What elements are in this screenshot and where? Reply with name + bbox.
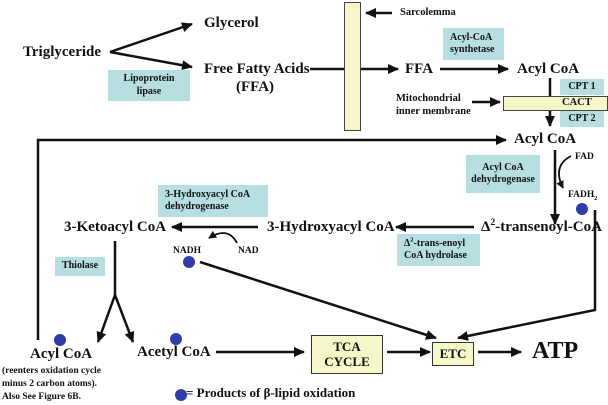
label-mito-membrane-line1: Mitochondrial [396, 93, 461, 104]
enoyl-hydrolase-delta: Δ [404, 237, 411, 249]
enzyme-cact: CACT [562, 97, 592, 108]
product-dot-nadh [183, 256, 195, 268]
hydroxyacyl-dehydrogenase-line2: dehydrogenase [165, 201, 229, 212]
enoyl-hydrolase-line2: CoA hydrolase [404, 250, 467, 261]
arrow-triglyceride-to-ffa [109, 50, 193, 71]
enzyme-3-hydroxyacyl-coa-dehydrogenase: 3-Hydroxyacyl CoA dehydrogenase [158, 185, 268, 217]
fadh2-base: FADH [568, 190, 595, 200]
label-sarcolemma: Sarcolemma [400, 7, 456, 18]
arrow-fadh2-to-etc [457, 210, 597, 341]
transenoyl-delta: Δ [481, 219, 491, 235]
enzyme-acyl-coa-dehydrogenase: Acyl CoA dehydrogenase [466, 155, 540, 193]
enoyl-hydrolase-sup: 2 [410, 236, 414, 244]
arrow-triglyceride-to-glycerol [109, 22, 193, 54]
node-acetyl-coa: Acetyl CoA [137, 344, 211, 360]
node-glycerol: Glycerol [204, 15, 259, 31]
sarcolemma-membrane [344, 2, 361, 131]
product-dot-acetyl-coa [170, 333, 182, 345]
mitochondrial-inner-membrane [503, 96, 608, 111]
acyl-coa-dehydrogenase-line1: Acyl CoA [482, 161, 524, 173]
tca-line1: TCA [333, 338, 361, 354]
node-3-ketoacyl-coa: 3-Ketoacyl CoA [64, 219, 167, 235]
label-mito-membrane-line2: inner membrane [396, 106, 471, 117]
node-acyl-coa-matrix: Acyl CoA [514, 131, 577, 147]
enzyme-acyl-coa-synthetase: Acyl-CoA synthetase [443, 28, 504, 60]
enzyme-cpt2: CPT 2 [560, 111, 604, 127]
legend-text: = Products of β-lipid oxidation [186, 385, 356, 400]
arrow-thiolase-to-acetyl-coa [113, 294, 135, 343]
node-transenoyl-coa: Δ2-transenoyl-CoA [481, 217, 602, 236]
cofactor-nad: NAD [238, 246, 259, 256]
acyl-coa-dehydrogenase-line2: dehydrogenase [471, 174, 535, 185]
hydroxyacyl-dehydrogenase-line1: 3-Hydroxyacyl CoA [165, 188, 251, 200]
transenoyl-sup: 2 [490, 217, 496, 228]
lipoprotein-lipase-line2: lipase [136, 85, 162, 97]
enoyl-hydrolase-line1: Δ2-trans-enoyl [404, 236, 466, 251]
arrow-nad-to-nadh [208, 230, 238, 244]
arrow-thiolase-to-acyl-coa [96, 294, 117, 343]
arrow-fad-to-fadh2 [556, 155, 572, 189]
node-etc: ETC [432, 342, 474, 366]
lipoprotein-lipase-line1: Lipoprotein [123, 73, 175, 84]
cofactor-nadh: NADH [173, 246, 201, 256]
node-3-hydroxyacyl-coa: 3-Hydroxyacyl CoA [267, 219, 395, 235]
fadh2-sub: 2 [594, 195, 598, 202]
acyl-coa-synthetase-line1: Acyl-CoA [450, 31, 493, 43]
node-free-fatty-acids: Free Fatty Acids [204, 61, 310, 77]
enzyme-thiolase: Thiolase [55, 257, 105, 276]
enoyl-hydrolase-rest: -trans-enoyl [413, 237, 466, 249]
enzyme-cpt1: CPT 1 [560, 79, 604, 95]
acyl-coa-note-2: minus 2 carbon atoms). [2, 379, 98, 389]
acyl-coa-synthetase-line2: synthetase [450, 44, 495, 55]
product-dot-acyl-coa [54, 334, 66, 346]
cofactor-fad: FAD [575, 152, 594, 162]
acyl-coa-note-1: (reenters oxidation cycle [2, 366, 102, 376]
node-triglyceride: Triglyceride [23, 44, 102, 60]
legend-dot [175, 389, 187, 401]
enzyme-lipoprotein-lipase: Lipoprotein lipase [108, 70, 190, 101]
transenoyl-rest: -transenoyl-CoA [495, 219, 602, 235]
arrow-recycle-loop [36, 135, 507, 340]
cofactor-fadh2: FADH2 [568, 190, 598, 202]
node-tca-cycle: TCA CYCLE [311, 335, 383, 374]
node-free-fatty-acids-abbrev: (FFA) [236, 79, 275, 95]
node-acyl-coa-reenter: Acyl CoA [30, 346, 93, 362]
arrow-nadh-to-etc [199, 260, 437, 340]
tca-line2: CYCLE [324, 353, 370, 369]
node-acyl-coa-cytosol: Acyl CoA [517, 61, 580, 77]
acyl-coa-note-3: Also See Figure 6B. [2, 392, 81, 402]
enzyme-enoyl-coa-hydrolase: Δ2-trans-enoyl CoA hydrolase [397, 234, 480, 266]
node-ffa: FFA [405, 61, 434, 77]
product-dot-fadh2 [576, 203, 588, 215]
node-atp: ATP [532, 338, 579, 364]
